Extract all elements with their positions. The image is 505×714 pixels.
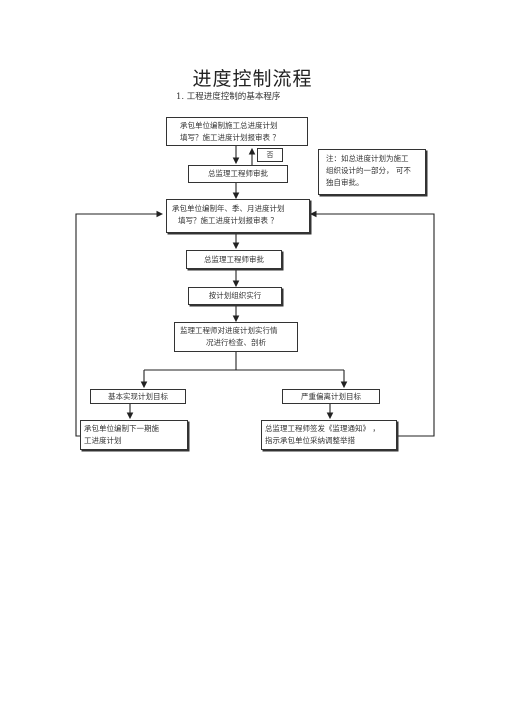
step-chief-approval-1: 总监理工程师审批 bbox=[188, 165, 288, 183]
note-line1: 注：如总进度计划为施工 bbox=[326, 154, 409, 163]
step-compile-periodic-schedule: 承包单位编制年、季、月进度计划 填写？施工进度计划报审表 ？ bbox=[166, 199, 310, 233]
action-issue-supervision-notice: 总监理工程师签发《监理通知》 ， 指示承包单位采纳调整举措 bbox=[261, 420, 397, 450]
left-action-line1: 承包单位编制下一期施 bbox=[84, 424, 159, 433]
right-loop-to-step3 bbox=[309, 210, 435, 437]
step-execute-plan: 按计划组织实行 bbox=[188, 287, 282, 305]
step6-line2: 况进行检查、剖析 bbox=[206, 338, 266, 347]
page-title: 进度控制流程 bbox=[192, 68, 313, 90]
branch-target-deviated: 严重偏离计划目标 bbox=[282, 389, 380, 404]
note-line2: 组织设计的一部分， 可不 bbox=[326, 166, 411, 175]
step1-line1: 承包单位编制施工总进度计划 bbox=[180, 121, 278, 130]
step3-line1: 承包单位编制年、季、月进度计划 bbox=[172, 204, 285, 213]
step-inspect-progress: 监理工程师对进度计划实行情 况进行检查、剖析 bbox=[174, 322, 298, 352]
page-subtitle: 1. 工程进度控制的基本程序 bbox=[176, 92, 281, 102]
step3-line2: 填写？施工进度计划报审表 ？ bbox=[178, 216, 278, 225]
action-compile-next-schedule: 承包单位编制下一期施 工进度计划 bbox=[80, 420, 188, 450]
note-box: 注：如总进度计划为施工 组织设计的一部分， 可不 独自审批。 bbox=[318, 149, 426, 195]
no-label: 否 bbox=[257, 148, 283, 162]
step1-line2: 填写？施工进度计划报审表 ？ bbox=[180, 133, 280, 142]
step-compile-master-schedule: 承包单位编制施工总进度计划 填写？施工进度计划报审表 ？ bbox=[166, 117, 308, 146]
left-action-line2: 工进度计划 bbox=[84, 436, 122, 445]
step-chief-approval-2: 总监理工程师审批 bbox=[186, 250, 282, 269]
note-line3: 独自审批。 bbox=[326, 178, 364, 187]
branch-target-met: 基本实现计划目标 bbox=[90, 389, 186, 404]
right-action-line2: 指示承包单位采纳调整举措 bbox=[265, 436, 355, 445]
right-action-line1: 总监理工程师签发《监理通知》 ， bbox=[265, 424, 380, 433]
step6-line1: 监理工程师对进度计划实行情 bbox=[180, 326, 278, 335]
left-loop-to-step3 bbox=[75, 210, 164, 437]
